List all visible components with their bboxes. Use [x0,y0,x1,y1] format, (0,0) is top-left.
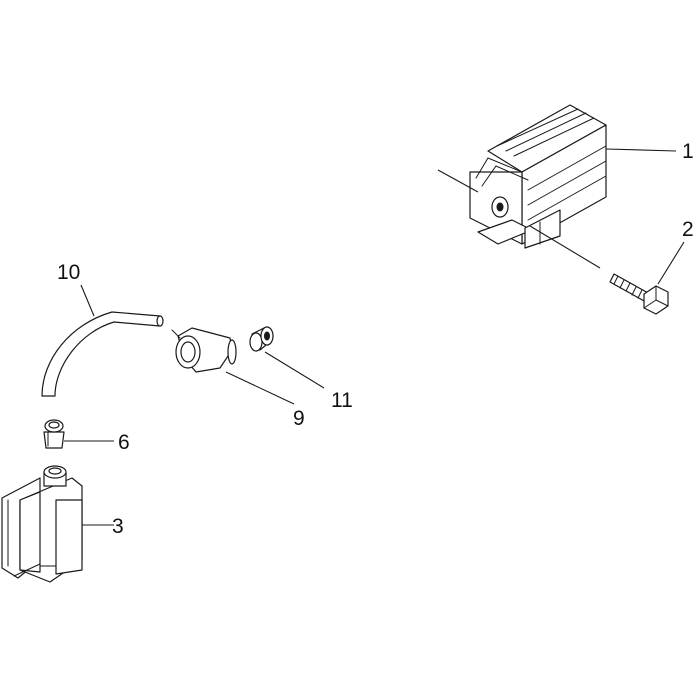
part-voltage-regulator [437,104,677,269]
callout-9: 9 [293,407,305,430]
callout-6: 6 [118,431,130,454]
part-cable-end-cap [43,419,114,449]
part-ht-cable [41,284,164,397]
part-spark-plug-cap [171,327,295,405]
callout-labels: 1 2 3 6 9 10 11 [57,140,694,538]
callout-1: 1 [682,140,694,163]
callout-3: 3 [112,515,124,538]
callout-2: 2 [682,218,694,241]
callout-10: 10 [57,261,80,284]
part-grommet [249,326,325,389]
callout-11: 11 [331,389,353,412]
part-ignition-coil [1,465,114,583]
part-bolt [609,241,685,315]
